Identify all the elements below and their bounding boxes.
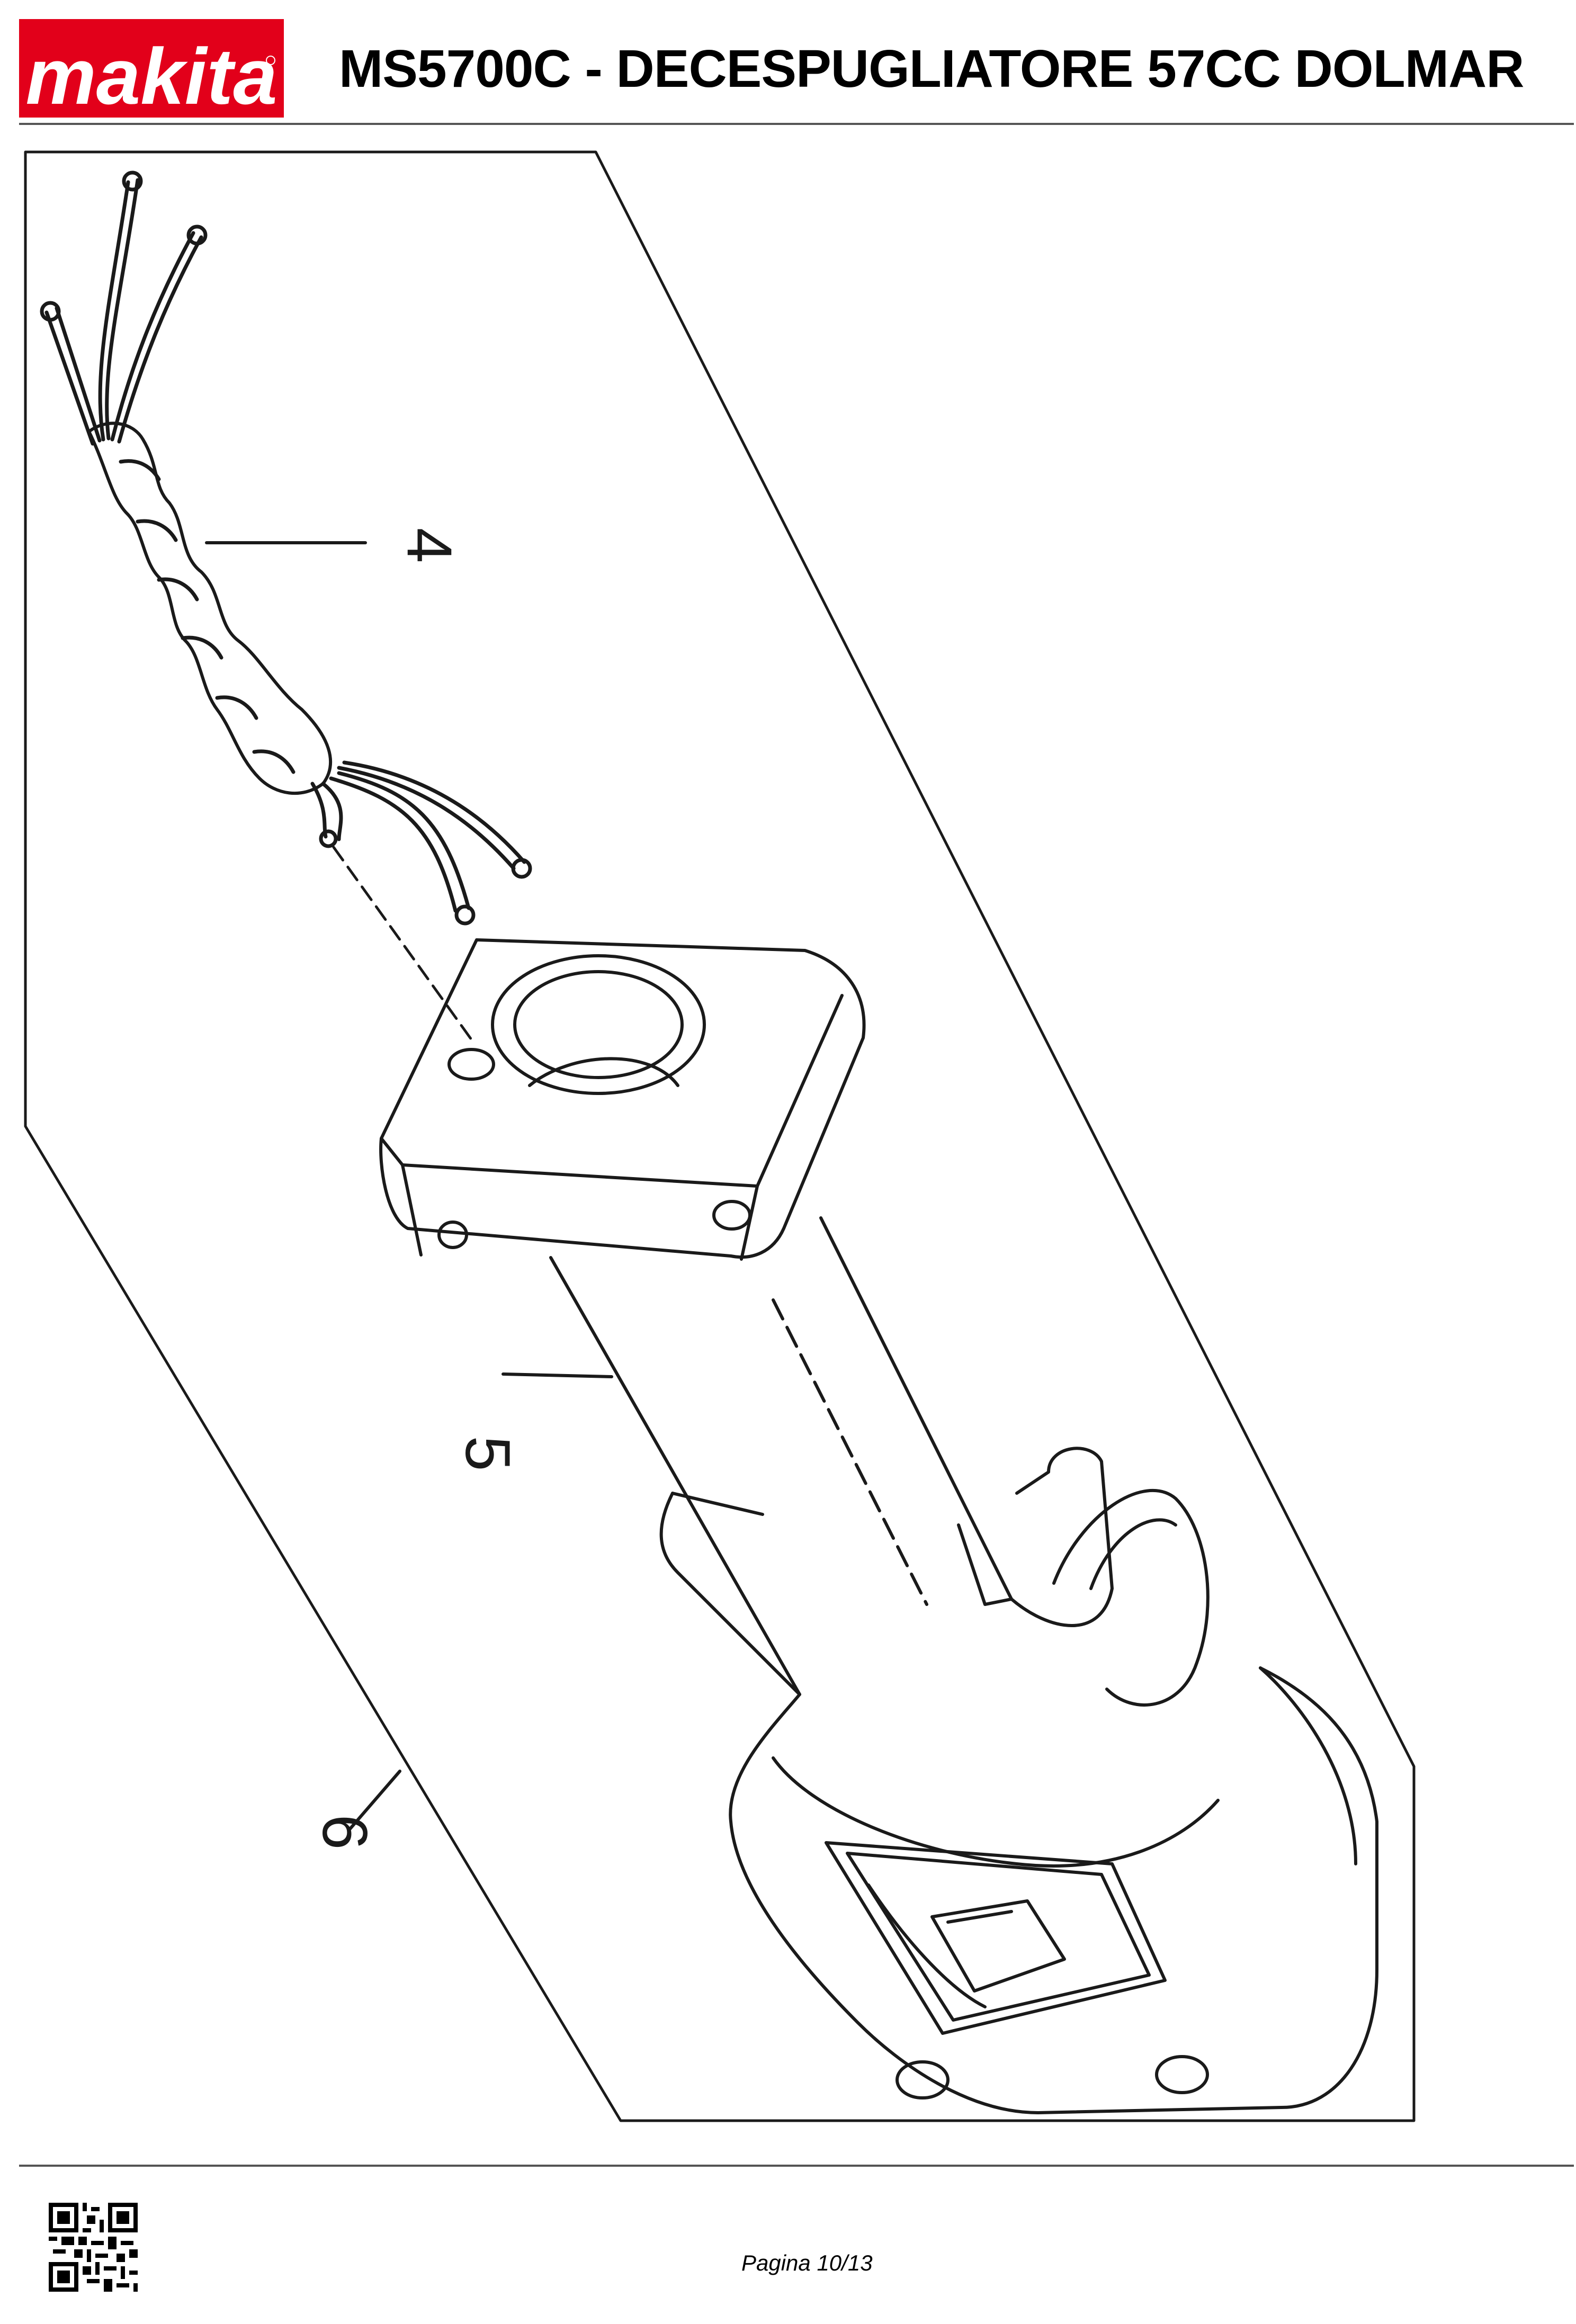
page-number: Pagina 10/13 xyxy=(741,2250,873,2275)
handle-body xyxy=(379,938,1378,2114)
wire-harness xyxy=(40,171,532,926)
group-frame xyxy=(24,150,1416,2122)
leader-line-6 xyxy=(348,1770,401,1831)
assembly-line xyxy=(332,846,476,1045)
page-title: MS5700C - DECESPUGLIATORE 57CC DOLMAR xyxy=(339,39,1524,98)
callout-6: 6 xyxy=(309,1815,380,1850)
footer-divider xyxy=(19,2165,1574,2167)
leader-line-5 xyxy=(502,1372,613,1378)
callout-4: 4 xyxy=(394,528,465,563)
logo-background xyxy=(19,19,284,118)
header-divider xyxy=(19,123,1574,125)
qr-code-icon xyxy=(49,2203,138,2292)
callout-5: 5 xyxy=(452,1436,523,1471)
logo-wordmark: makita xyxy=(25,32,277,118)
makita-logo: makita xyxy=(19,19,284,118)
